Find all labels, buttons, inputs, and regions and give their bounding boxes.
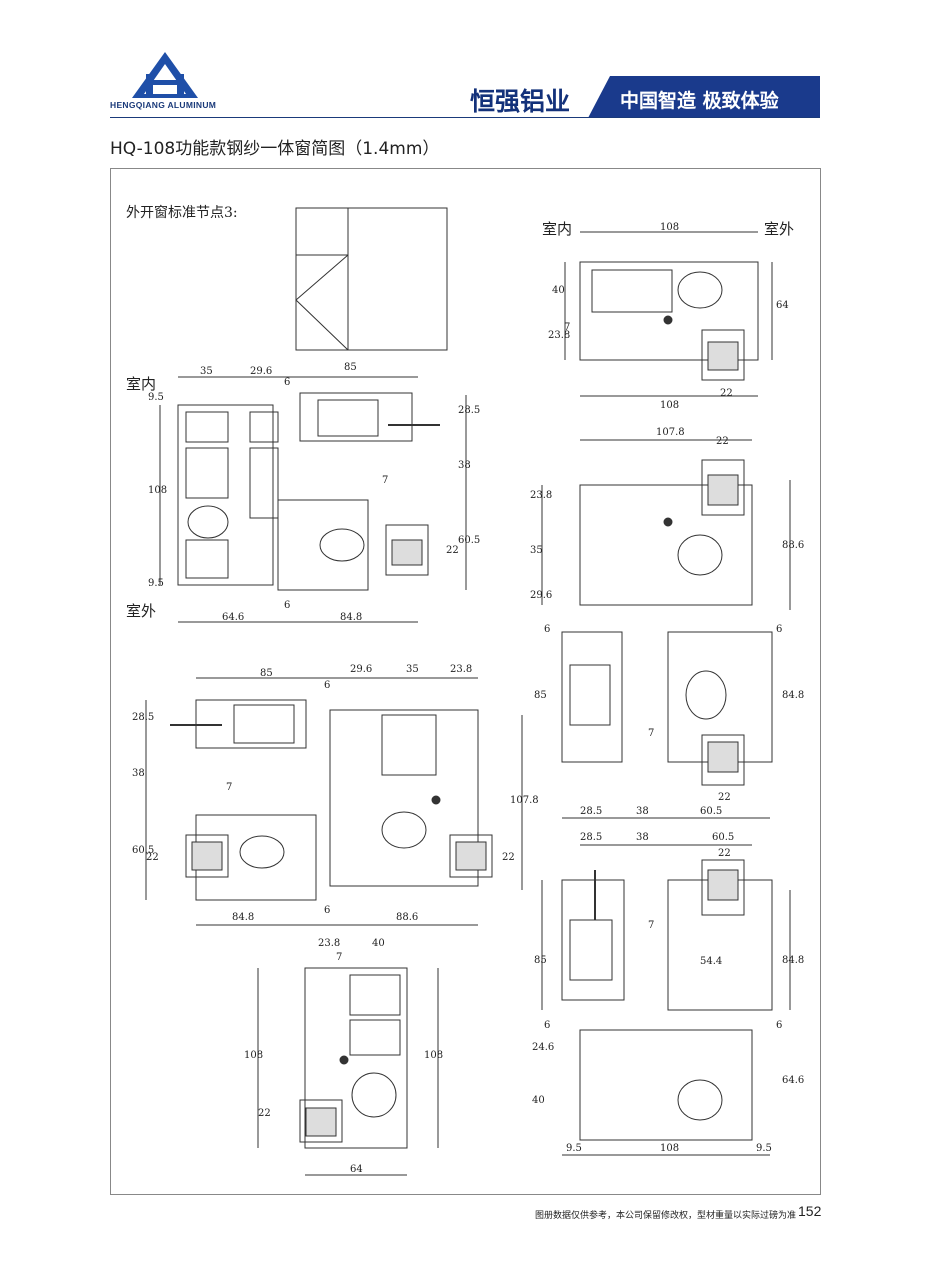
- dim-label: 6: [324, 905, 331, 916]
- dim-label: 23.8: [548, 330, 571, 341]
- dim-label: 108: [424, 1050, 444, 1061]
- dim-label: 84.8: [232, 912, 255, 923]
- dim-label: 64: [350, 1164, 363, 1175]
- dim-label: 84.8: [782, 955, 805, 966]
- dim-label: 9.5: [566, 1143, 582, 1154]
- dim-label: 28.5: [458, 405, 481, 416]
- dim-label: 108: [148, 485, 168, 496]
- header-rule: [110, 117, 820, 118]
- brand-name: 恒强铝业: [470, 87, 571, 116]
- dim-label: 64.6: [782, 1075, 805, 1086]
- dim-label: 108: [660, 1143, 680, 1154]
- dim-label: 22: [720, 388, 733, 399]
- dim-label: 107.8: [510, 795, 539, 806]
- dim-label: 64.6: [222, 612, 245, 623]
- dim-label: 60.5: [458, 535, 481, 546]
- slogan-banner: [588, 76, 820, 118]
- dim-label: 6: [776, 624, 783, 635]
- dim-label: 7: [648, 920, 655, 931]
- dim-label: 35: [200, 366, 213, 377]
- dim-label: 6: [544, 1020, 551, 1031]
- dim-label: 22: [146, 852, 159, 863]
- dim-label: 84.8: [340, 612, 363, 623]
- dim-label: 84.8: [782, 690, 805, 701]
- dim-label: 6: [284, 600, 291, 611]
- dim-label: 38: [132, 768, 145, 779]
- dim-label: 108: [660, 400, 680, 411]
- dim-label: 22: [718, 848, 731, 859]
- dim-label: 85: [260, 668, 273, 679]
- dim-label: 28.5: [580, 806, 603, 817]
- dim-label: 6: [284, 377, 291, 388]
- dim-label: 7: [648, 728, 655, 739]
- dim-label: 60.5: [712, 832, 735, 843]
- dim-label: 35: [530, 545, 543, 556]
- dim-label: 38: [636, 832, 649, 843]
- footer-note: 图册数据仅供参考，本公司保留修改权，型材重量以实际过磅为准: [535, 1211, 797, 1221]
- dim-label: 40: [552, 285, 565, 296]
- dim-label: 6: [776, 1020, 783, 1031]
- dim-label: 88.6: [782, 540, 805, 551]
- dim-label: 60.5: [132, 845, 155, 856]
- dim-label: 29.6: [530, 590, 553, 601]
- dim-label: 107.8: [656, 427, 685, 438]
- label-inside: 室内: [542, 220, 573, 238]
- dim-label: 38: [458, 460, 471, 471]
- dim-label: 23.8: [318, 938, 341, 949]
- slogan-text: 中国智造 极致体验: [620, 90, 779, 112]
- company-logo: [132, 52, 198, 98]
- logo-text: HENGQIANG ALUMINUM: [110, 100, 217, 110]
- dim-label: 29.6: [350, 664, 373, 675]
- dim-label: 108: [660, 222, 680, 233]
- dim-label: 7: [226, 782, 233, 793]
- dim-label: 7: [336, 952, 343, 963]
- dim-label: 38: [636, 806, 649, 817]
- dim-label: 85: [344, 362, 357, 373]
- dim-label: 22: [716, 436, 729, 447]
- dim-label: 6: [544, 624, 551, 635]
- dim-label: 9.5: [148, 578, 164, 589]
- dim-label: 35: [406, 664, 419, 675]
- label-inside: 室内: [126, 375, 157, 393]
- dim-label: 22: [446, 545, 459, 556]
- dim-label: 7: [564, 322, 571, 333]
- drawing-frame: [110, 168, 821, 1195]
- page-title: HQ-108功能款钢纱一体窗简图（1.4mm）: [110, 139, 440, 159]
- dim-label: 40: [532, 1095, 545, 1106]
- dim-label: 6: [324, 680, 331, 691]
- dim-label: 40: [372, 938, 385, 949]
- dim-label: 28.5: [132, 712, 155, 723]
- page-number: 152: [798, 1203, 822, 1219]
- label-outside: 室外: [764, 220, 795, 238]
- dim-label: 9.5: [148, 392, 164, 403]
- dim-label: 22: [718, 792, 731, 803]
- dim-label: 22: [258, 1108, 271, 1119]
- dim-label: 108: [244, 1050, 264, 1061]
- dim-label: 88.6: [396, 912, 419, 923]
- dim-label: 23.8: [530, 490, 553, 501]
- dim-label: 24.6: [532, 1042, 555, 1053]
- dim-label: 85: [534, 690, 547, 701]
- dim-label: 54.4: [700, 956, 723, 967]
- caption: 外开窗标准节点3:: [126, 205, 238, 221]
- label-outside: 室外: [126, 602, 157, 620]
- dim-label: 9.5: [756, 1143, 772, 1154]
- dim-label: 22: [502, 852, 515, 863]
- dim-label: 60.5: [700, 806, 723, 817]
- dim-label: 29.6: [250, 366, 273, 377]
- dim-label: 85: [534, 955, 547, 966]
- dim-label: 7: [382, 475, 389, 486]
- dim-label: 23.8: [450, 664, 473, 675]
- dim-label: 28.5: [580, 832, 603, 843]
- dim-label: 64: [776, 300, 789, 311]
